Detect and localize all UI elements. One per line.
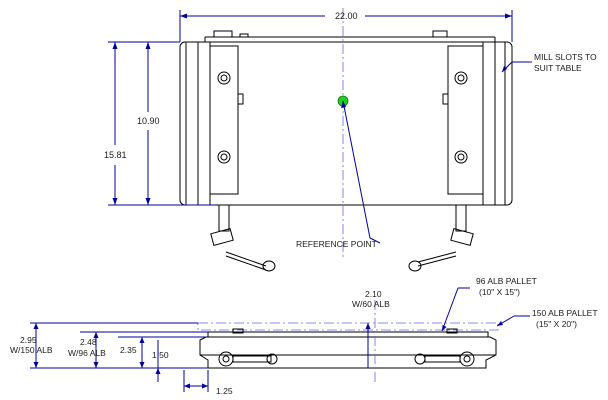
mill-slots-label-2: SUIT TABLE [534, 63, 582, 73]
lever-knob-icon [408, 260, 422, 272]
dim-height-150-note: W/150 ALB [10, 345, 53, 355]
dim-offset: 1.25 [216, 386, 233, 396]
right-clamp [408, 41, 496, 272]
pallet96-callout: 96 ALB PALLET (10" X 15") [441, 276, 537, 332]
pallet96-label-1: 96 ALB PALLET [476, 276, 537, 286]
lever-knob-icon [262, 260, 276, 272]
width-dimension: 22.00 [179, 10, 513, 42]
inner-length-dimension: 10.90 [137, 42, 160, 205]
dim-overall-width: 22.00 [335, 11, 358, 21]
dim-height-60-note: W/60 ALB [352, 299, 390, 309]
side-view [197, 300, 499, 385]
pallet150-label-1: 150 ALB PALLET [532, 308, 598, 318]
dim-inner-length: 10.90 [137, 116, 160, 126]
dim-height-96: 2.48 [80, 337, 97, 347]
clamp-bolt-icon [454, 71, 468, 85]
dim-height-150b: 1.50 [152, 350, 169, 360]
pallet150-callout: 150 ALB PALLET (15" X 20") [496, 308, 598, 329]
left-clamp [197, 41, 276, 272]
pallet150-label-2: (15" X 20") [536, 319, 577, 329]
dim-height-60: 2.10 [365, 289, 382, 299]
reference-point-label: REFERENCE POINT [296, 239, 377, 249]
dim-overall-length: 15.81 [104, 150, 127, 160]
clamp-bolt-icon [454, 150, 468, 164]
mill-slots-label-1: MILL SLOTS TO [534, 52, 597, 62]
length-dimension: 15.81 [104, 41, 215, 206]
dim-height-150: 2.95 [20, 335, 37, 345]
dim-height-96-note: W/96 ALB [68, 348, 106, 358]
dim-height-235: 2.35 [120, 345, 137, 355]
mill-slots-callout: MILL SLOTS TO SUIT TABLE [501, 52, 597, 73]
pallet96-label-2: (10" X 15") [479, 287, 520, 297]
side-dimensions: 2.95 W/150 ALB 2.48 W/96 ALB 2.35 1.50 2… [10, 289, 390, 396]
base-plate [179, 41, 513, 206]
clamp-bolt-icon [217, 71, 231, 85]
clamp-bolt-icon [217, 150, 231, 164]
top-view [179, 8, 513, 272]
